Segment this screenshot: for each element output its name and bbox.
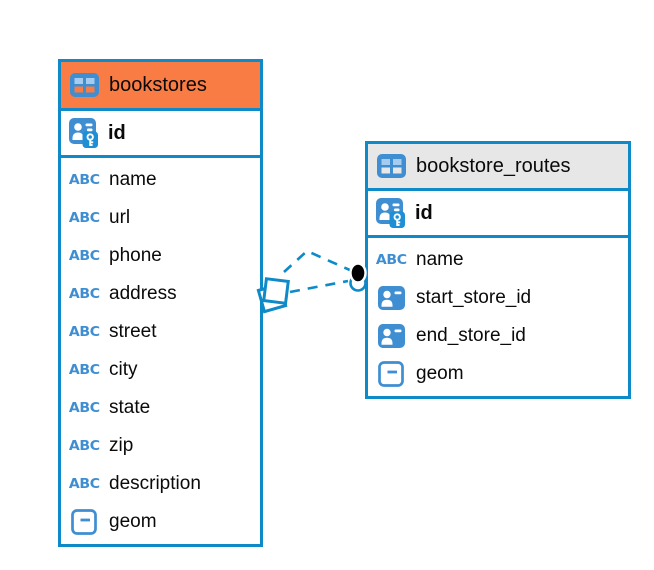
column-name: end_store_id [416,325,526,346]
column-name: id [415,201,433,224]
column-row[interactable]: end_store_id [368,317,628,355]
text-type-icon: ABC [68,324,100,340]
column-name: state [109,397,151,418]
column-row[interactable]: ABC phone [61,237,260,275]
relationship-line[interactable] [283,249,353,273]
column-row[interactable]: ABC street [61,313,260,351]
column-name: geom [416,363,464,384]
column-list: ABC name start_store_id end_store_id ge [368,238,628,396]
entity-header-bookstores[interactable]: bookstores [61,62,260,111]
text-type-icon: ABC [68,286,100,302]
column-name: phone [109,245,162,266]
column-name: name [416,249,464,270]
reference-type-icon [374,286,408,310]
primary-key-icon [67,117,101,149]
text-type-icon: ABC [68,438,100,454]
column-name: street [109,321,157,342]
column-name: name [109,169,157,190]
column-row[interactable]: ABC zip [61,427,260,465]
relationship-line[interactable] [289,279,349,294]
column-row[interactable]: ABC url [61,199,260,237]
column-name: geom [109,511,157,532]
entity-bookstores[interactable]: bookstores id ABC name ABC url ABC phone… [58,59,263,547]
table-icon [67,73,101,97]
geometry-type-icon [374,361,408,387]
text-type-icon: ABC [68,172,100,188]
column-list: ABC name ABC url ABC phone ABC address A… [61,158,260,544]
entity-title: bookstore_routes [416,154,571,177]
column-row[interactable]: geom [368,355,628,393]
column-row[interactable]: ABC state [61,389,260,427]
column-row[interactable]: ABC name [61,161,260,199]
text-type-icon: ABC [68,476,100,492]
column-name: id [108,121,126,144]
text-type-icon: ABC [375,252,407,268]
relationship-one-end-icon [349,262,367,292]
geometry-type-icon [67,509,101,535]
column-name: address [109,283,177,304]
entity-header-bookstore-routes[interactable]: bookstore_routes [368,144,628,191]
column-row[interactable]: ABC name [368,241,628,279]
column-row[interactable]: ABC city [61,351,260,389]
column-row[interactable]: geom [61,503,260,541]
text-type-icon: ABC [68,248,100,264]
column-name: description [109,473,201,494]
column-row[interactable]: start_store_id [368,279,628,317]
primary-key-icon [374,197,408,229]
text-type-icon: ABC [68,210,100,226]
column-row[interactable]: ABC address [61,275,260,313]
column-name: url [109,207,131,228]
entity-title: bookstores [109,73,207,96]
column-row-pk[interactable]: id [368,191,628,238]
column-row-pk[interactable]: id [61,111,260,158]
column-name: zip [109,435,134,456]
column-row[interactable]: ABC description [61,465,260,503]
text-type-icon: ABC [68,362,100,378]
column-name: start_store_id [416,287,532,308]
entity-bookstore-routes[interactable]: bookstore_routes id ABC name start_store… [365,141,631,399]
text-type-icon: ABC [68,400,100,416]
column-name: city [109,359,138,380]
table-icon [374,154,408,178]
reference-type-icon [374,324,408,348]
